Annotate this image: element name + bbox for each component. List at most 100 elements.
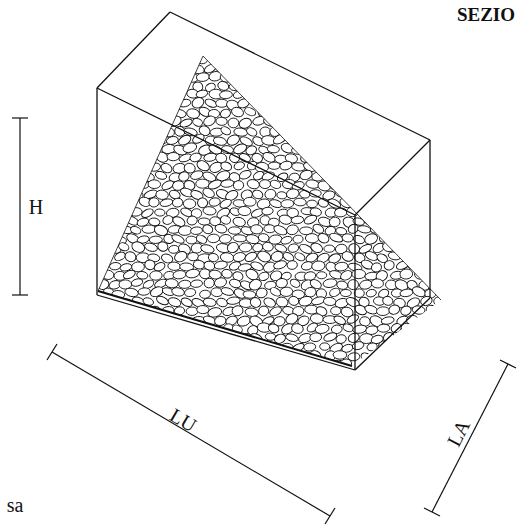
stone [243, 52, 255, 63]
stone [173, 270, 187, 280]
stone [106, 117, 118, 128]
stone [341, 161, 352, 170]
stone [262, 45, 277, 56]
stone [104, 368, 119, 380]
stone [370, 115, 384, 127]
stone [220, 179, 234, 188]
stone [372, 135, 386, 144]
stone [130, 278, 143, 288]
stone [149, 271, 162, 281]
stone [307, 55, 318, 64]
stone [277, 191, 288, 199]
stone [395, 333, 408, 344]
stone [142, 225, 156, 234]
stone [300, 136, 312, 144]
stone [112, 162, 124, 173]
stone [355, 183, 368, 190]
stone-pile [85, 43, 453, 381]
stone [213, 276, 227, 288]
stone [136, 360, 150, 373]
stone [305, 179, 320, 189]
stone [186, 307, 198, 316]
stone [431, 278, 446, 289]
stone [354, 144, 366, 156]
stone [423, 322, 437, 334]
stone [426, 125, 438, 135]
stone [429, 224, 441, 234]
stone [383, 62, 396, 73]
stone [119, 81, 130, 90]
stone [233, 161, 246, 172]
dimension-label: LA [443, 417, 473, 450]
stone [411, 361, 425, 370]
stone [106, 169, 121, 183]
stone [327, 107, 340, 118]
stone [258, 233, 270, 243]
stone [125, 197, 137, 207]
stone [375, 359, 388, 372]
stone [307, 200, 318, 208]
stone [207, 234, 220, 243]
stone [316, 125, 329, 136]
stone [355, 162, 368, 175]
stone [245, 89, 258, 102]
stone [405, 369, 417, 378]
stone [425, 179, 439, 192]
stone [232, 72, 245, 82]
stone [411, 341, 425, 351]
stone [359, 150, 373, 163]
stone [305, 359, 319, 371]
stone [226, 241, 240, 255]
stone [156, 63, 169, 75]
stone [293, 198, 306, 207]
stone [364, 89, 377, 102]
stone [99, 322, 114, 335]
stone [305, 233, 319, 243]
stone [142, 334, 154, 344]
stone [112, 358, 128, 371]
stone [178, 280, 191, 289]
stone [139, 343, 152, 354]
stone [95, 332, 109, 345]
stone [419, 61, 433, 74]
stone [388, 303, 401, 315]
stone [418, 315, 433, 327]
stone [214, 223, 228, 234]
stone [369, 79, 383, 90]
stone [376, 198, 388, 207]
stone [313, 101, 325, 108]
stone [102, 73, 115, 84]
box-frame [97, 12, 441, 370]
stone [390, 182, 404, 190]
stone [384, 45, 397, 57]
stone [437, 52, 452, 63]
stone [334, 188, 349, 199]
stone [396, 100, 410, 109]
stone [148, 180, 161, 189]
stone [96, 136, 110, 147]
stone [261, 62, 277, 76]
stone [364, 214, 377, 225]
stone [180, 63, 194, 73]
stone [226, 62, 241, 74]
stone [112, 74, 125, 83]
stone [323, 168, 338, 181]
stone [148, 323, 163, 334]
stone [162, 73, 174, 83]
stone [183, 323, 198, 337]
stone [215, 62, 229, 73]
stone [394, 61, 407, 73]
stone [329, 55, 341, 65]
stone [231, 359, 245, 373]
stone [186, 108, 201, 120]
stone [394, 350, 408, 362]
stone [126, 127, 137, 137]
stone [102, 344, 113, 353]
stone [389, 127, 401, 137]
stone [185, 268, 200, 279]
stone [348, 369, 362, 381]
stone [383, 81, 395, 91]
stone [363, 126, 377, 139]
stone [255, 287, 268, 299]
